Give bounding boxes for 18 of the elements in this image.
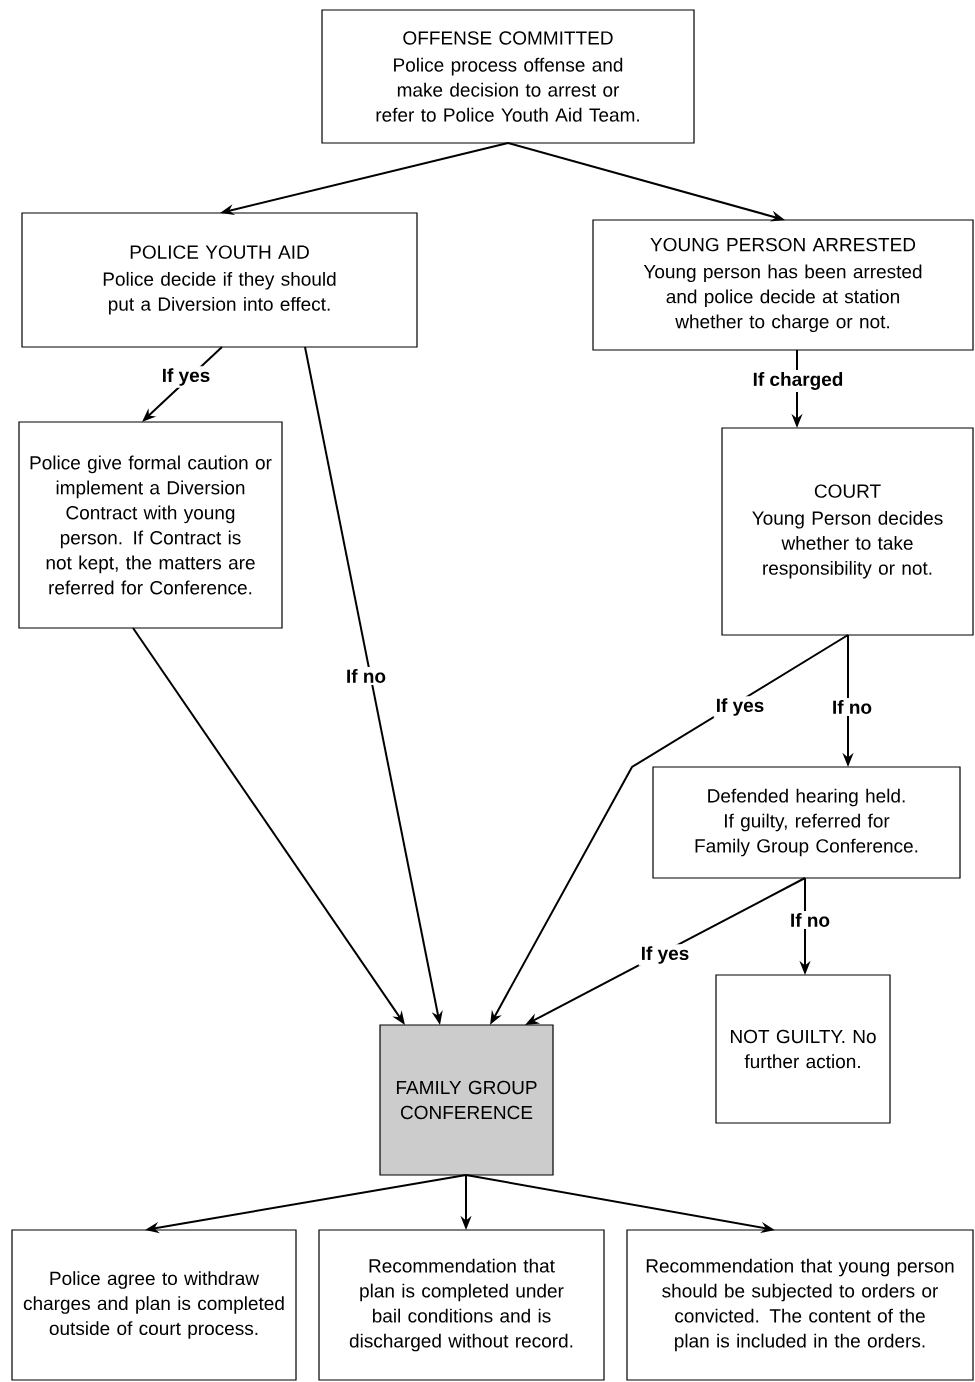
edge-label: If yes [713, 696, 767, 718]
process-box: Defended hearing held. If guilty, referred for Family Group Conference. [652, 766, 961, 879]
edge-label: If no [343, 667, 389, 685]
process-box: Recommendation that young person should be subjected to orders or convicted. The content of the plan is included in the orders. [626, 1229, 974, 1381]
edge-label: If no [829, 698, 875, 716]
process-box: POLICE YOUTH AID Police decide if they should put a Diversion into effect. [21, 212, 418, 348]
process-box: Police give formal caution or implement a Diversion Contract with young person. If Contract is not kept, the matters are referred for Conference. [18, 421, 283, 629]
edge-label: If charged [750, 370, 846, 392]
process-box: COURT Young Person decides whether to take responsibility or not. [721, 427, 974, 636]
process-box: OFFENSE COMMITTED Police process offense and make decision to arrest or refer to Police Youth Aid Team. [321, 9, 695, 144]
edge-label: If yes [638, 944, 692, 966]
process-box: YOUNG PERSON ARRESTED Young person has been arrested and police decide at station whether to charge or not. [592, 219, 974, 351]
process-box: Police agree to withdraw charges and plan is completed outside of court process. [11, 1229, 297, 1381]
process-box: NOT GUILTY. No further action. [715, 974, 891, 1124]
process-box: Recommendation that plan is completed under bail conditions and is discharged without record. [318, 1229, 605, 1381]
edge-label: If yes [159, 366, 213, 388]
edge-label: If no [787, 911, 833, 929]
process-box: FAMILY GROUP CONFERENCE [379, 1024, 554, 1176]
